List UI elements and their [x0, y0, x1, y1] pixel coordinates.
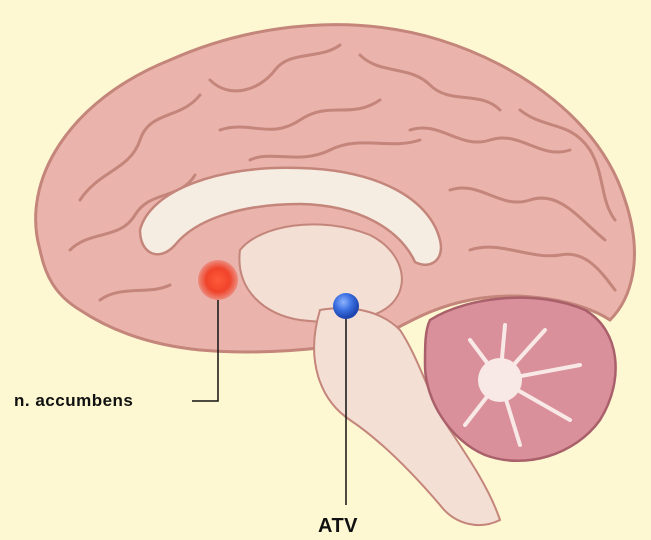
atv-marker: [333, 293, 359, 319]
accumbens-marker: [198, 260, 238, 300]
atv-label: ATV: [318, 515, 358, 538]
accumbens-label: n. accumbens: [14, 391, 133, 411]
